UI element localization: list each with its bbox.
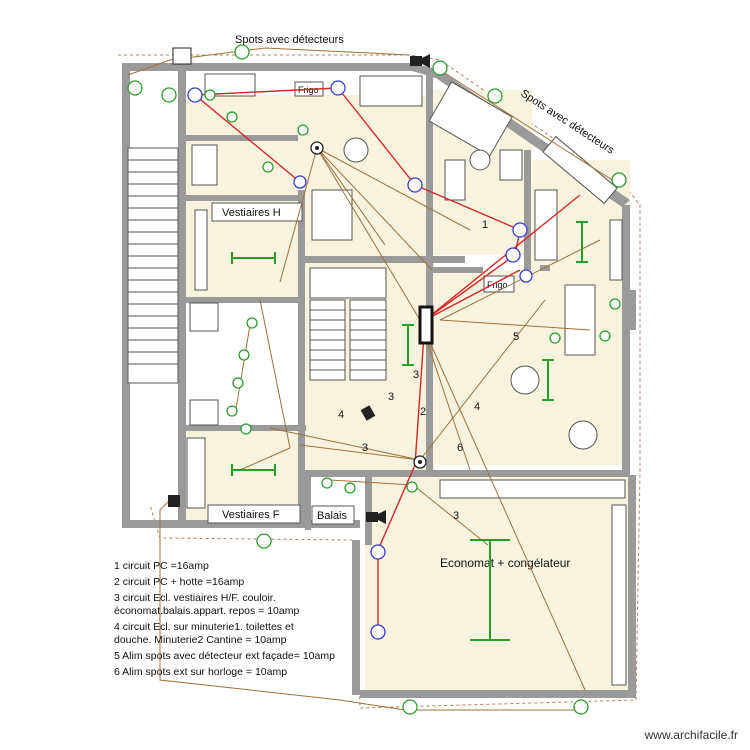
circuit-num: 3 [362,442,368,454]
circuit-num: 3 [453,510,459,522]
legend-item: 4 circuit Ecl. sur minuterie1. toilettes… [114,621,294,646]
circuit-num: 2 [420,406,426,418]
legend-item: 6 Alim spots ext sur horloge = 10amp [114,666,288,678]
spots-top-label: Spots avec détecteurs [235,34,344,46]
circuit-num: 3 [388,391,394,403]
furniture [186,73,627,686]
circuit-legend: 1 circuit PC =16amp 2 circuit PC + hotte… [114,560,374,679]
frigo-label-2: Frigo [487,280,508,290]
staircase-center [309,267,387,381]
footer-watermark: www.archifacile.fr [644,728,738,742]
circuit-num: 4 [338,409,344,421]
legend-item: 5 Alim spots avec détecteur ext façade= … [114,650,335,662]
legend-item: 3 circuit Ecl. vestiaires H/F. couloir. … [114,592,300,617]
light-fixtures [231,221,588,641]
circuit-num: 4 [474,401,480,413]
legend-item: 1 circuit PC =16amp [114,560,209,572]
outlets [187,80,533,640]
circuit-num: 3 [413,369,419,381]
vestiaires-h-label: Vestiaires H [222,207,281,219]
legend-item: 2 circuit PC + hotte =16amp [114,576,245,588]
junction-boxes [310,141,434,469]
economat-label: Economat + congélateur [440,556,570,570]
detector-icons [168,47,430,524]
circuit-num: 6 [457,442,463,454]
circuit-num: 5 [513,331,519,343]
staircase-left [127,147,179,384]
red-wiring [194,87,581,632]
balais-label: Balais [317,510,347,522]
brown-wiring [127,47,621,711]
spot-lights [127,44,627,715]
vestiaires-f-label: Vestiaires F [222,509,280,521]
circuit-num: 1 [482,219,488,231]
